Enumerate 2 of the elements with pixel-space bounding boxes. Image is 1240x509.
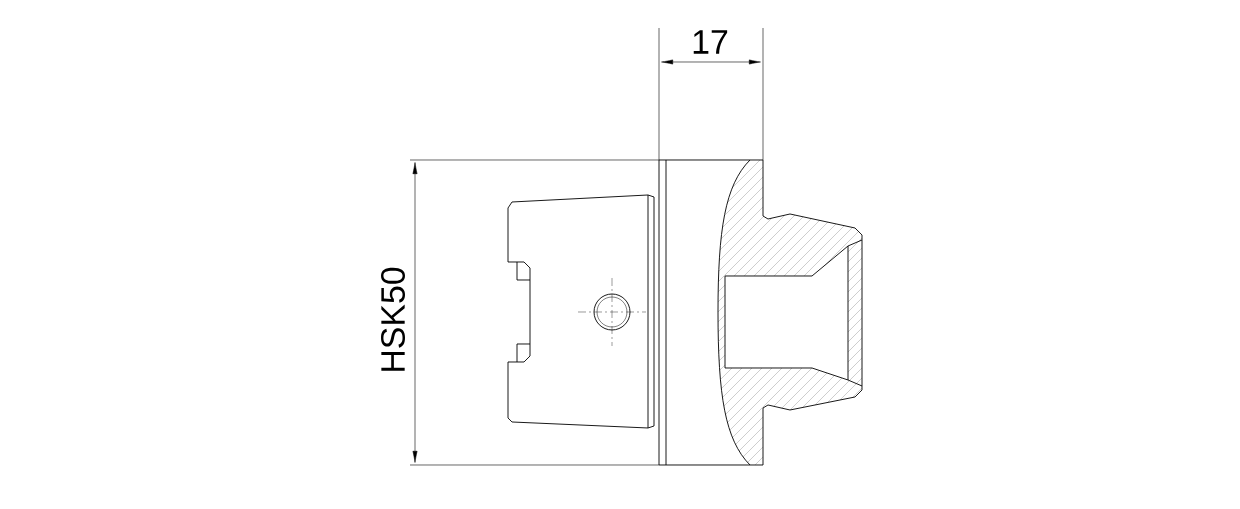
dimension-label: 17 <box>693 30 728 54</box>
dimension-label: HSK50 <box>381 267 405 371</box>
